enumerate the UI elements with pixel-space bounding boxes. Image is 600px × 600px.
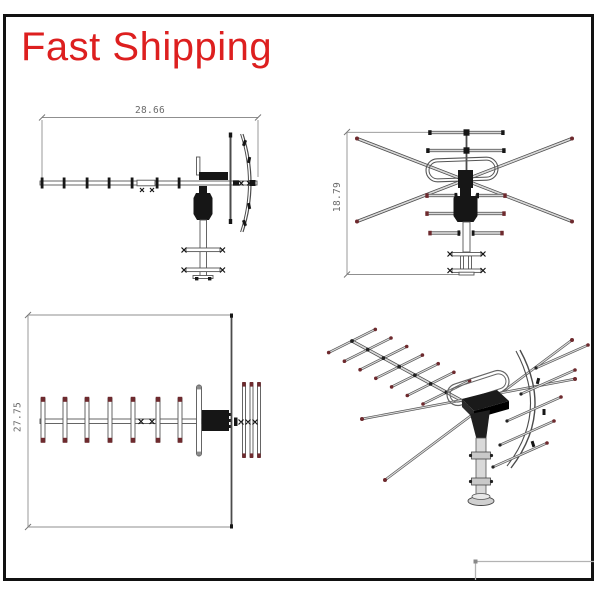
corner-guide-lines <box>473 559 594 580</box>
perspective-reflector-rods <box>491 343 590 469</box>
front-view-top-elements <box>426 129 506 154</box>
top-view-driven-element <box>196 384 202 457</box>
fast-shipping-banner: Fast Shipping <box>21 25 273 69</box>
top-view: 27.75 <box>13 311 261 531</box>
perspective-motor <box>462 390 509 441</box>
front-view-motor <box>453 188 478 222</box>
front-view-mid-elements <box>425 192 507 236</box>
side-view-boom <box>39 177 258 193</box>
side-view-dimension: 28.66 <box>38 105 262 180</box>
side-view-reflector <box>228 132 256 233</box>
side-view: 28.66 <box>38 105 262 281</box>
top-view-dimension-label: 27.75 <box>13 402 24 432</box>
side-view-motor <box>193 186 213 220</box>
top-view-amplifier-box <box>202 410 232 431</box>
front-view-mast <box>447 221 486 276</box>
side-view-feed <box>196 156 228 180</box>
front-view-dimension: 18.79 <box>332 128 461 278</box>
side-view-dimension-label: 28.66 <box>135 105 165 116</box>
front-view-hub <box>458 170 473 188</box>
perspective-view <box>326 327 590 506</box>
perspective-mast <box>467 437 495 506</box>
top-view-element-array <box>40 396 183 443</box>
front-view-dimension-label: 18.79 <box>332 182 343 212</box>
front-view: 18.79 <box>332 128 574 278</box>
top-view-reflector-rods <box>234 382 261 458</box>
top-view-reflector-boom <box>230 313 233 529</box>
top-view-dimension: 27.75 <box>13 311 231 531</box>
side-view-mast <box>181 219 226 281</box>
